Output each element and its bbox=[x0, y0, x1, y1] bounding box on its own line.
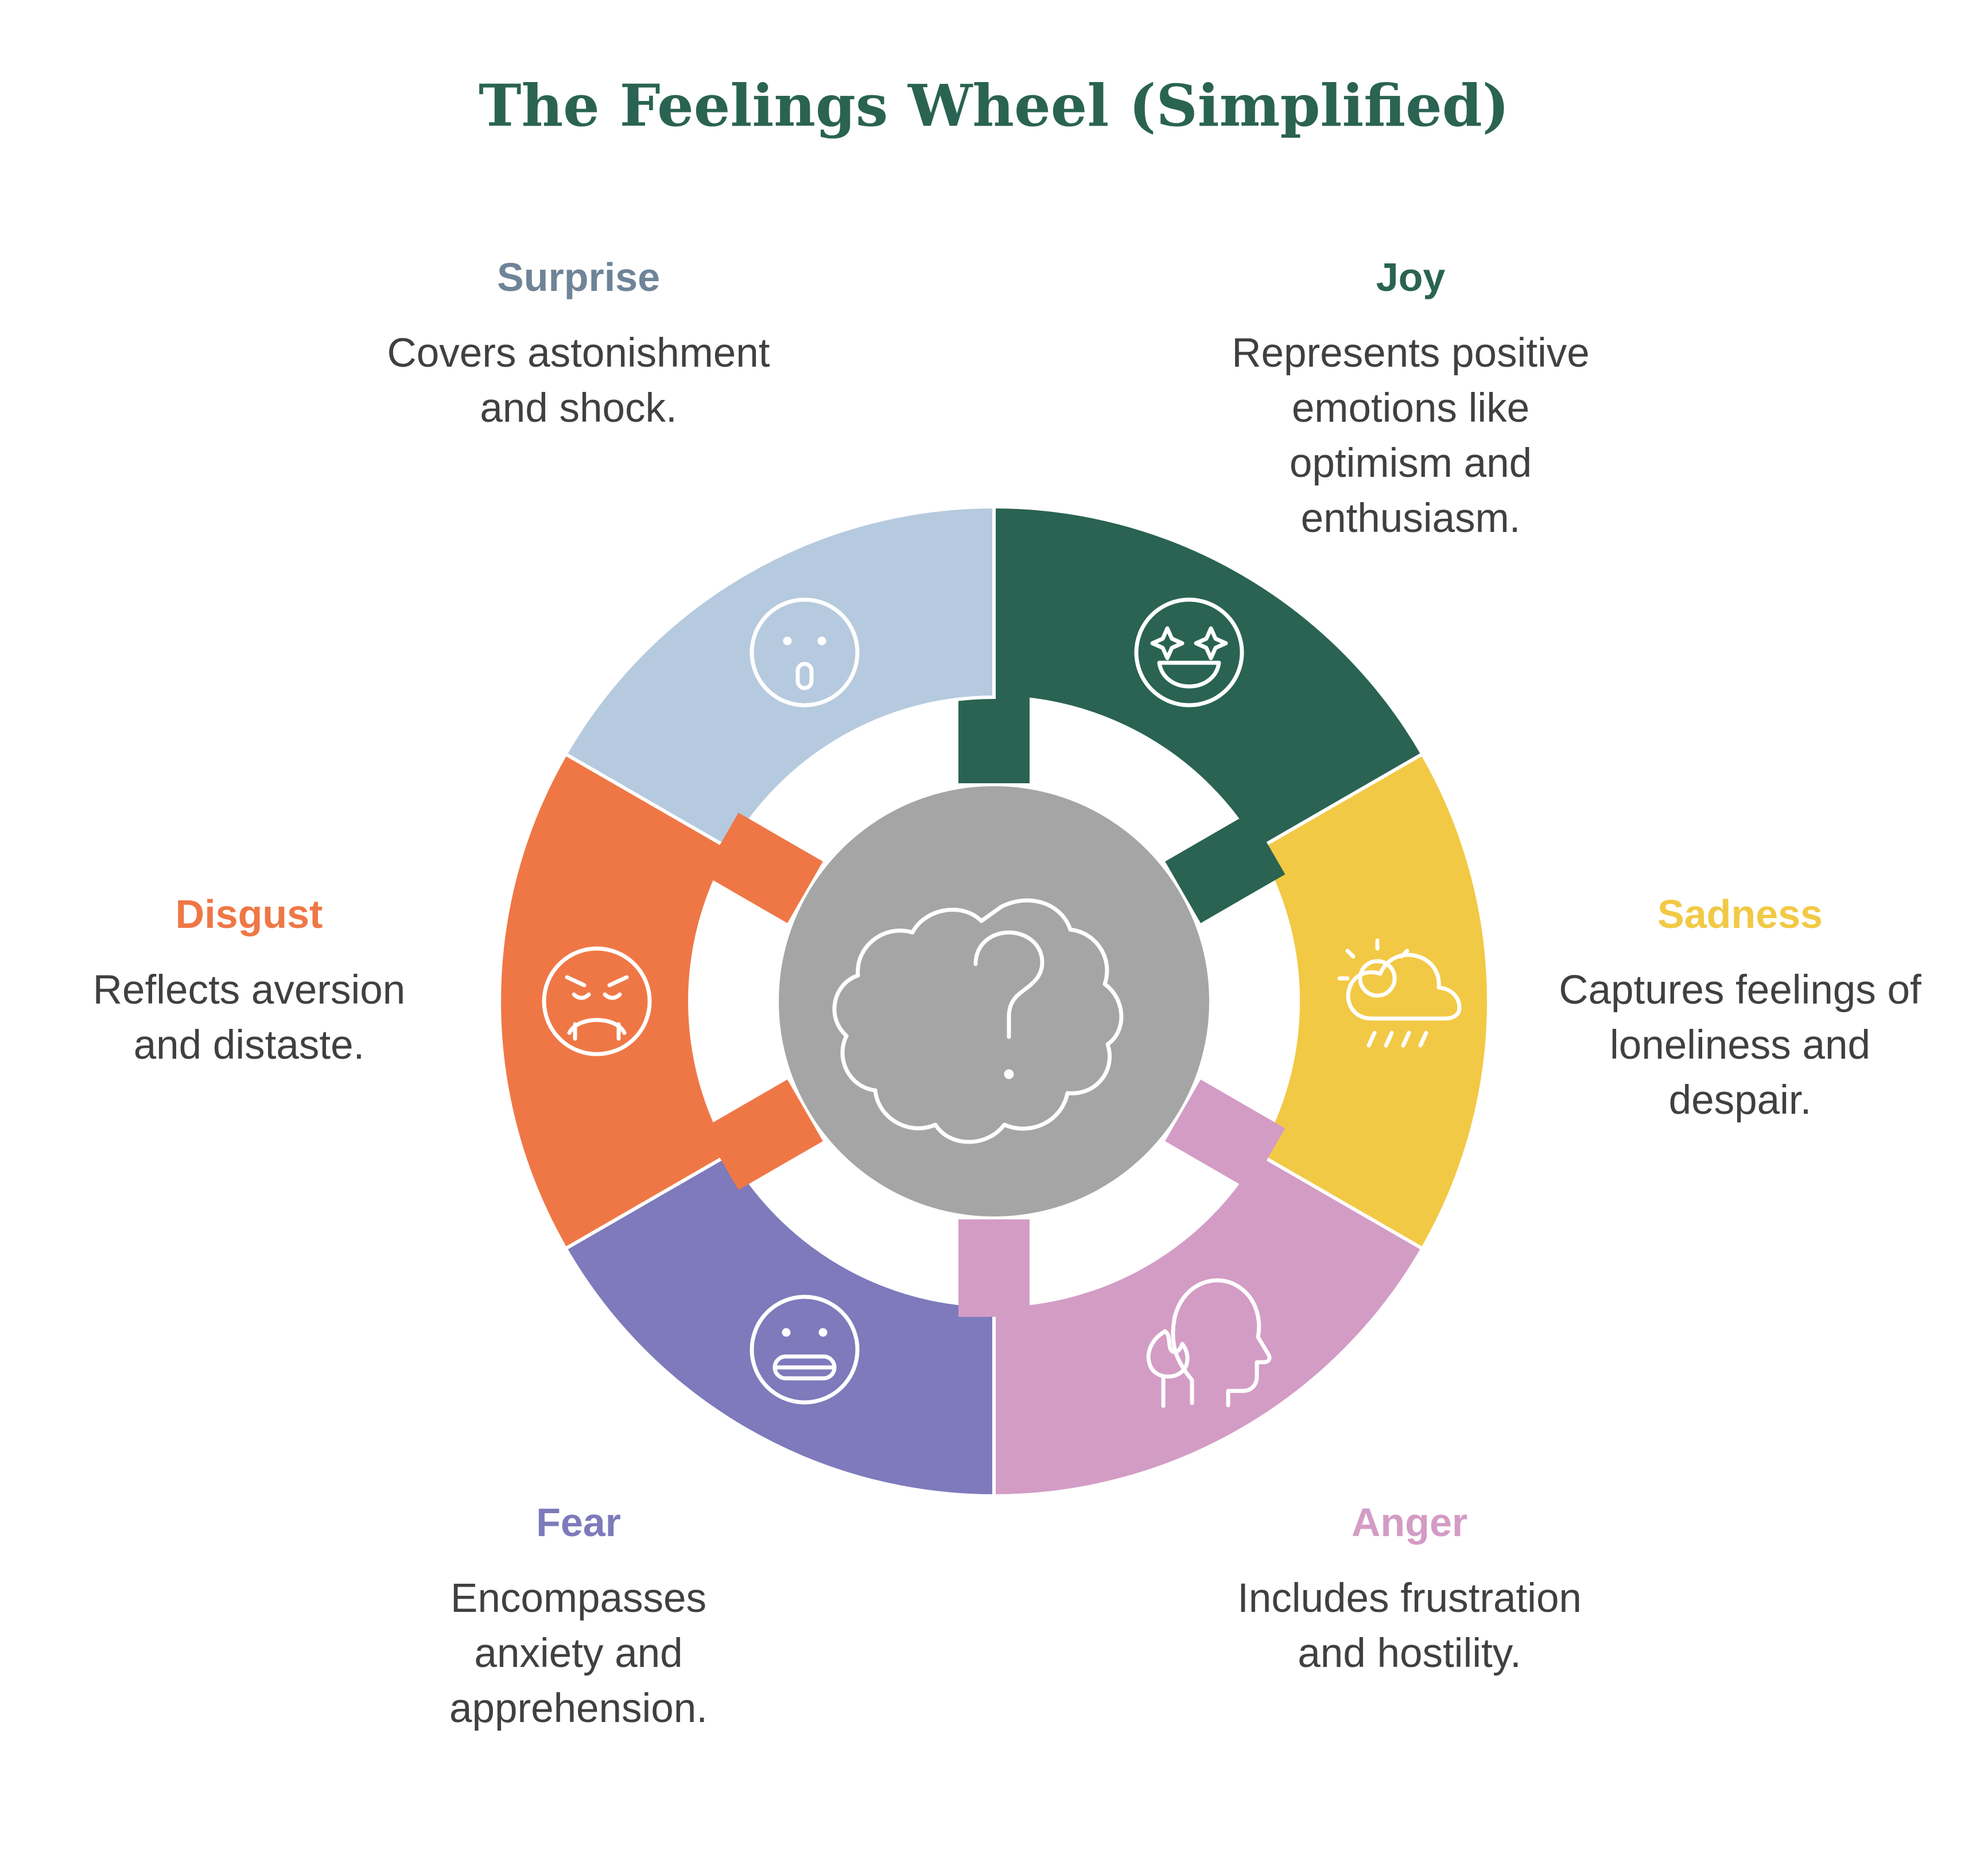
emotion-description: Encompasses anxiety and apprehension. bbox=[449, 1576, 708, 1731]
segment-disgust bbox=[498, 751, 733, 1252]
label-anger: Anger Includes frustration and hostility… bbox=[1191, 1497, 1628, 1681]
emotion-name: Surprise bbox=[497, 255, 660, 300]
bridge-tab bbox=[702, 1079, 823, 1190]
emotion-description: Represents positive emotions like optimi… bbox=[1232, 331, 1590, 541]
flame-head-icon bbox=[1146, 1278, 1272, 1408]
label-disgust: Disgust Reflects aversion and distaste. bbox=[31, 888, 467, 1073]
bridge-tab bbox=[1165, 1079, 1286, 1190]
page-title: The Feelings Wheel (Simplified) bbox=[479, 72, 1509, 139]
emotion-name: Fear bbox=[536, 1500, 621, 1545]
label-fear: Fear Encompasses anxiety and apprehensio… bbox=[360, 1497, 797, 1736]
emotion-name: Sadness bbox=[1657, 892, 1823, 936]
bridge-tab bbox=[958, 686, 1030, 783]
grimace-face-icon bbox=[750, 1295, 860, 1405]
segment-surprise bbox=[563, 504, 996, 852]
emotion-description: Captures feelings of loneliness and desp… bbox=[1559, 967, 1921, 1123]
label-joy: Joy Represents positive emotions like op… bbox=[1193, 251, 1629, 546]
emotion-description: Reflects aversion and distaste. bbox=[92, 967, 406, 1068]
sun-rain-cloud-icon bbox=[1337, 938, 1462, 1048]
emotion-description: Includes frustration and hostility. bbox=[1237, 1576, 1582, 1676]
star-eyes-smile-icon bbox=[1134, 597, 1244, 708]
bridge-tab bbox=[958, 1219, 1030, 1317]
emotion-name: Anger bbox=[1351, 1500, 1468, 1545]
bridge-tab bbox=[702, 813, 823, 923]
segment-fear bbox=[563, 1151, 996, 1498]
segment-joy bbox=[992, 504, 1425, 852]
emotion-name: Disgust bbox=[175, 892, 323, 936]
emotion-name: Joy bbox=[1376, 255, 1446, 300]
surprised-face-icon bbox=[750, 597, 860, 708]
disgusted-face-icon bbox=[542, 946, 652, 1056]
center-circle bbox=[779, 786, 1209, 1217]
head-question-icon bbox=[832, 898, 1124, 1144]
emotion-description: Covers astonishment and shock. bbox=[387, 331, 770, 431]
bridge-tab bbox=[1165, 813, 1286, 923]
label-surprise: Surprise Covers astonishment and shock. bbox=[360, 251, 797, 436]
segment-sadness bbox=[1255, 751, 1490, 1252]
label-sadness: Sadness Captures feelings of loneliness … bbox=[1522, 888, 1958, 1128]
segment-anger bbox=[992, 1151, 1425, 1498]
